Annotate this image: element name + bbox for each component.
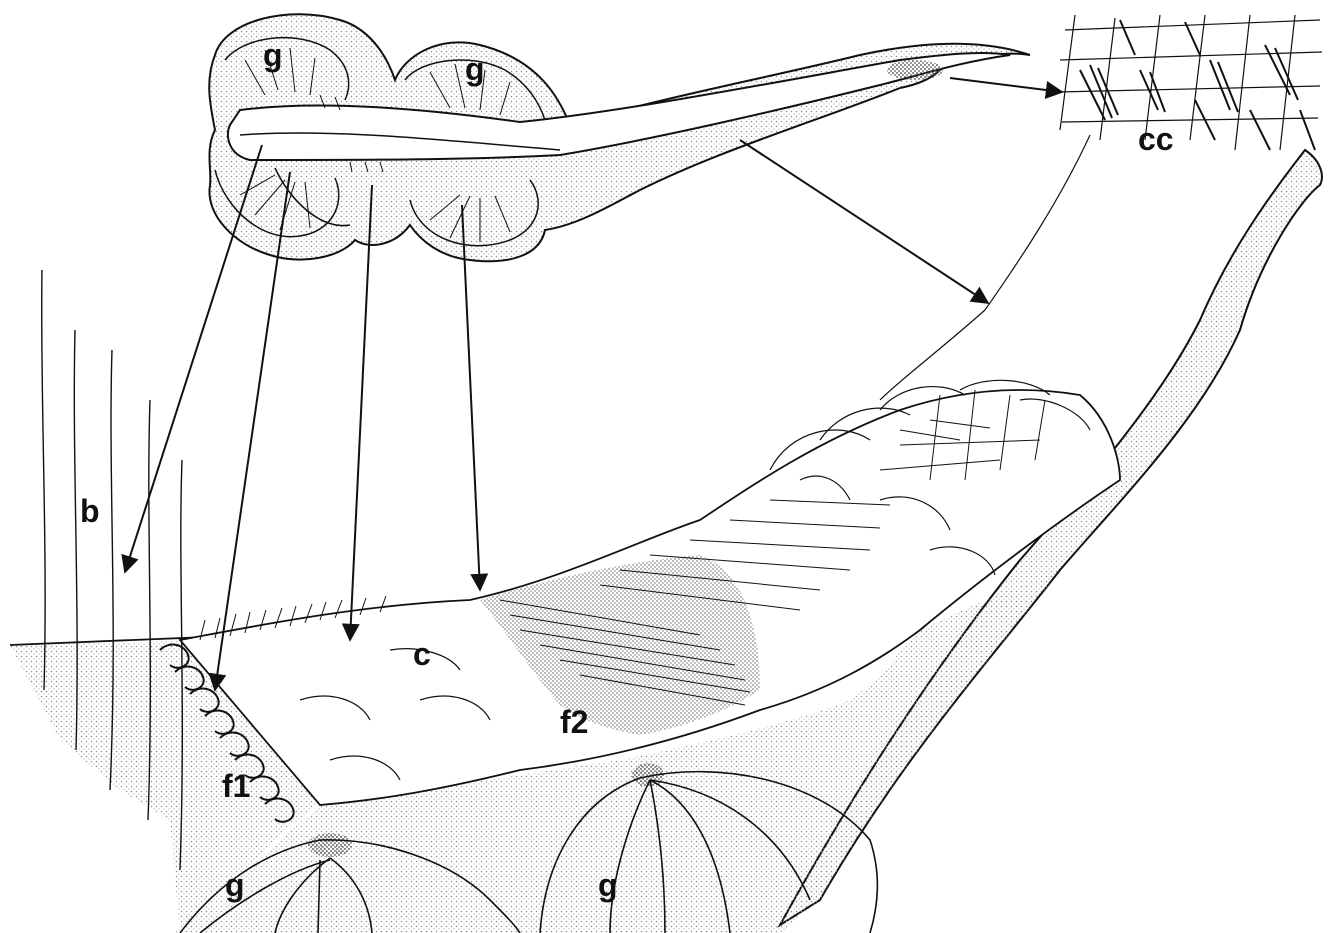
arrow-to-cc-inset	[950, 78, 1062, 92]
label-b: b	[80, 493, 100, 529]
label-g-top-right: g	[465, 51, 485, 87]
label-cc: cc	[1138, 121, 1174, 157]
label-f2: f2	[560, 704, 588, 740]
label-f1: f1	[222, 768, 250, 804]
tissue-block	[10, 150, 1322, 933]
label-g-bottom-left: g	[225, 867, 245, 903]
inset-connector-curve	[985, 135, 1090, 310]
arrow-to-surface	[740, 140, 988, 303]
cc-net-inset	[1058, 15, 1322, 150]
arrow-to-c	[350, 185, 372, 640]
label-g-bottom-right: g	[598, 867, 618, 903]
label-c: c	[413, 636, 431, 672]
duct-tip-dense-spot	[887, 60, 943, 80]
top-gland-schematic	[209, 14, 1030, 261]
arrow-to-f2	[462, 205, 480, 590]
pore-dense-spot-left	[308, 833, 352, 857]
arrow-to-f1	[215, 172, 290, 690]
label-g-top-left: g	[263, 37, 283, 73]
